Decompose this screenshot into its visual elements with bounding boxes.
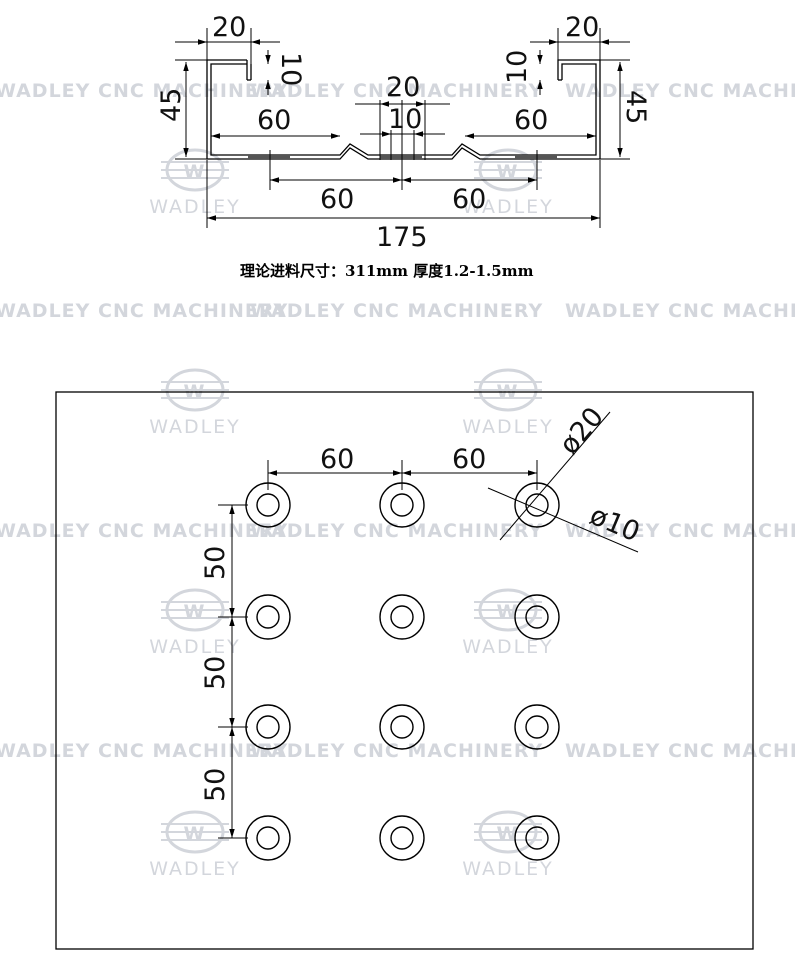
hole	[514, 704, 560, 750]
watermark-logo: W WADLEY	[462, 368, 554, 438]
dim-center-10: 10	[388, 104, 422, 135]
profile-outline-inner	[210, 63, 597, 156]
watermark-logo-letter: W	[184, 823, 207, 845]
watermark-logo: W WADLEY	[149, 148, 241, 218]
plate-outline	[55, 391, 754, 950]
hole-outer-circle	[379, 815, 425, 861]
dim-left-height: 45	[156, 88, 187, 122]
hole-outer-circle	[245, 594, 291, 640]
watermark-text: WADLEY CNC MACHINERY	[0, 520, 288, 542]
watermark-text: WADLEY CNC MACHINERY	[0, 80, 288, 102]
watermark-layer: WADLEY CNC MACHINERY WADLEY CNC MACHINER…	[0, 80, 795, 880]
hole-inner-circle	[256, 493, 280, 517]
hole-outer-circle	[245, 815, 291, 861]
watermark-logo-letter: W	[184, 161, 207, 183]
watermark-text: WADLEY CNC MACHINERY	[565, 520, 795, 542]
watermark-brand: WADLEY	[149, 416, 241, 438]
hole-pattern-section: 60 60 50 50 50 ø20 ø10	[55, 391, 754, 950]
watermark-logo: W WADLEY	[462, 810, 554, 880]
hole-inner-circle	[256, 715, 280, 739]
hole	[379, 815, 425, 861]
dim-hole-spacing-h2: 60	[452, 444, 486, 475]
hole-inner-circle	[525, 826, 549, 850]
hole-inner-circle	[390, 715, 414, 739]
dim-bottom-left-60: 60	[320, 184, 354, 215]
watermark-text: WADLEY CNC MACHINERY	[250, 740, 543, 762]
hole	[245, 594, 291, 640]
watermark-logo-letter: W	[497, 601, 520, 623]
dim-top-left-flange: 20	[212, 12, 246, 43]
watermark-text: WADLEY CNC MACHINERY	[250, 520, 543, 542]
feed-size-note: 理论进料尺寸：311mm 厚度1.2-1.5mm	[240, 262, 534, 280]
hole-outer-circle	[514, 704, 560, 750]
hole	[514, 815, 560, 861]
watermark-brand: WADLEY	[149, 636, 241, 658]
dim-right-60: 60	[514, 105, 548, 136]
watermark-brand: WADLEY	[149, 196, 241, 218]
dim-center-20: 20	[386, 72, 420, 103]
hole-inner-circle	[525, 605, 549, 629]
hole-inner-circle	[256, 826, 280, 850]
watermark-text: WADLEY CNC MACHINERY	[250, 300, 543, 322]
watermark-brand: WADLEY	[462, 636, 554, 658]
watermark-brand: WADLEY	[149, 858, 241, 880]
hole-outer-circle	[514, 815, 560, 861]
watermark-logo-letter: W	[497, 823, 520, 845]
hole	[379, 704, 425, 750]
watermark-text: WADLEY CNC MACHINERY	[565, 300, 795, 322]
watermark-logo: W WADLEY	[149, 588, 241, 658]
watermark-text: WADLEY CNC MACHINERY	[0, 300, 288, 322]
dim-top-right-lip: 10	[502, 50, 533, 84]
watermark-brand: WADLEY	[462, 858, 554, 880]
watermark-brand: WADLEY	[462, 416, 554, 438]
hole	[379, 594, 425, 640]
hole-outer-circle	[379, 704, 425, 750]
dim-hole-spacing-v1: 50	[200, 546, 231, 580]
watermark-logo: W WADLEY	[149, 368, 241, 438]
dim-total-width: 175	[376, 222, 428, 253]
dim-hole-spacing-h1: 60	[320, 444, 354, 475]
watermark-brand: WADLEY	[462, 196, 554, 218]
hole-inner-circle	[525, 493, 549, 517]
hole	[245, 815, 291, 861]
hole-outer-circle	[514, 594, 560, 640]
hole-outer-circle	[379, 594, 425, 640]
dim-top-right-flange: 20	[565, 12, 599, 43]
watermark-logo-letter: W	[184, 601, 207, 623]
hole-inner-circle	[390, 493, 414, 517]
watermark-logo: W WADLEY	[462, 588, 554, 658]
dim-left-60: 60	[257, 105, 291, 136]
watermark-logo: W WADLEY	[149, 810, 241, 880]
dim-bottom-right-60: 60	[452, 184, 486, 215]
profile-section: 20 20 10 10 45 45 20 10 60 60 60 60 175 …	[156, 12, 651, 280]
watermark-text: WADLEY CNC MACHINERY	[250, 80, 543, 102]
watermark-text: WADLEY CNC MACHINERY	[565, 740, 795, 762]
dim-outer-diameter: ø20	[554, 402, 610, 461]
dim-top-left-lip: 10	[275, 52, 306, 86]
hole-inner-circle	[256, 605, 280, 629]
dim-hole-spacing-v3: 50	[200, 768, 231, 802]
hole-inner-circle	[525, 715, 549, 739]
hole-grid	[245, 482, 560, 861]
watermark-text: WADLEY CNC MACHINERY	[0, 740, 288, 762]
dim-right-height: 45	[620, 90, 651, 124]
dim-hole-spacing-v2: 50	[200, 656, 231, 690]
hole-inner-circle	[390, 826, 414, 850]
hole-inner-circle	[390, 605, 414, 629]
hole	[514, 594, 560, 640]
